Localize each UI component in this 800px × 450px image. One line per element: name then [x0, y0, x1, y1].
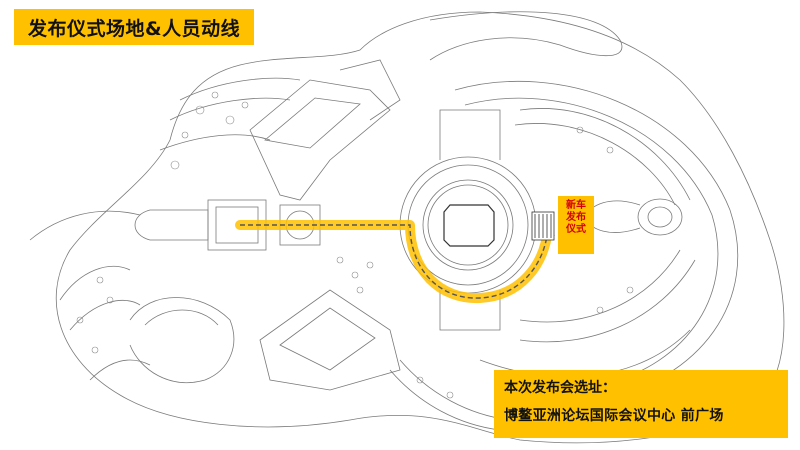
venue-info-box: 本次发布会选址： 博鳌亚洲论坛国际会议中心 前广场 [494, 370, 788, 438]
site-boundary [55, 11, 785, 444]
southwest-wing [259, 289, 401, 391]
west-arc-building [129, 297, 235, 383]
event-label-line-2: 发布 [566, 212, 586, 223]
northeast-road [429, 11, 623, 61]
east-loop [637, 198, 683, 236]
venue-line-2: 博鳌亚洲论坛国际会议中心 前广场 [504, 408, 724, 424]
venue-line-1: 本次发布会选址： [504, 380, 616, 396]
east-ring-road [454, 81, 739, 401]
central-stage [443, 204, 495, 247]
page-title: 发布仪式场地&人员动线 [14, 9, 255, 45]
northwest-wing [249, 79, 391, 201]
event-stage [531, 211, 555, 241]
event-label-line-1: 新车 [566, 200, 586, 211]
personnel-route [235, 220, 555, 304]
page-title-text: 发布仪式场地&人员动线 [28, 17, 241, 40]
event-location-tag: 新车 发布 仪式 [558, 196, 594, 254]
event-label-line-3: 仪式 [566, 224, 586, 235]
